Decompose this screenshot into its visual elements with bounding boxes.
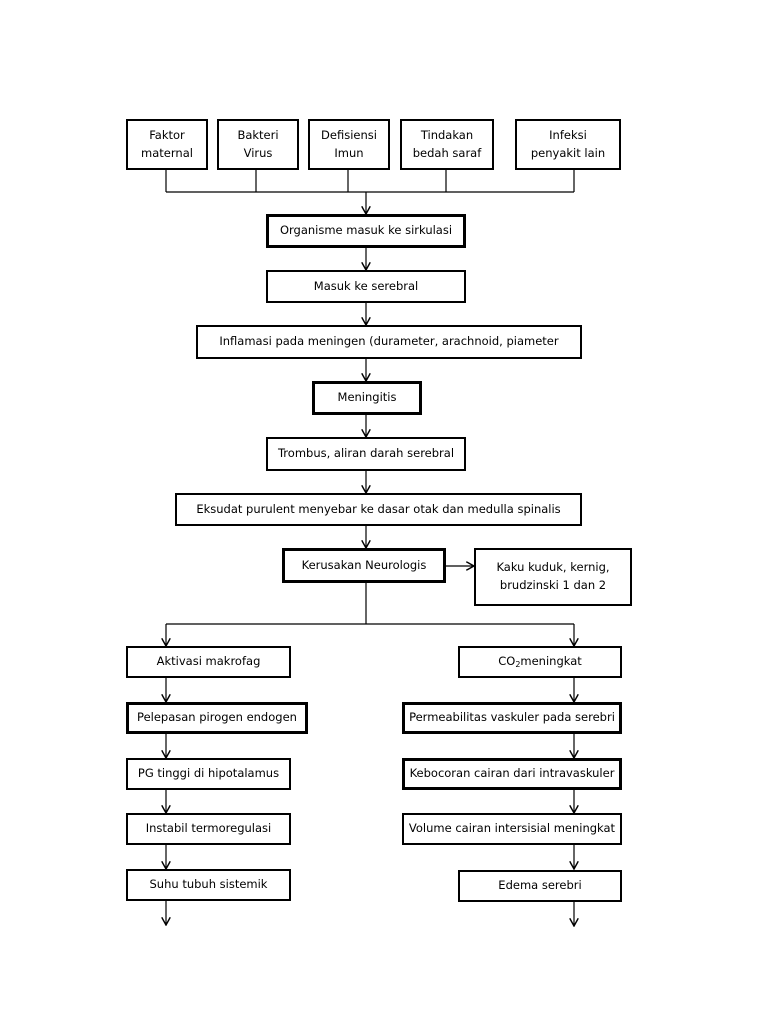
cause-line-1: Faktor <box>149 128 185 142</box>
node-kaku-kuduk: Kaku kuduk, kernig, brudzinski 1 dan 2 <box>474 548 632 606</box>
cause-line-2: maternal <box>141 145 193 160</box>
kaku-line-2: brudzinski 1 dan 2 <box>499 578 607 592</box>
node-meningitis-label: Meningitis <box>337 390 397 405</box>
node-suhu-tubuh: Suhu tubuh sistemik <box>126 869 291 901</box>
right-label-3: Edema serebri <box>498 878 582 893</box>
node-organisme-label: Organisme masuk ke sirkulasi <box>279 223 453 238</box>
node-masuk-serebral: Masuk ke serebral <box>266 270 466 303</box>
node-meningitis: Meningitis <box>312 381 422 415</box>
cause-line-1: Infeksi <box>549 128 587 142</box>
node-kerusakan-neurologis: Kerusakan Neurologis <box>282 548 446 583</box>
node-edema-serebri: Edema serebri <box>458 870 622 902</box>
cause-infeksi-penyakit: Infeksi penyakit lain <box>515 119 621 170</box>
node-volume-cairan: Volume cairan intersisial meningkat <box>402 813 622 845</box>
cause-line-2: Imun <box>334 145 364 160</box>
node-kebocoran-cairan: Kebocoran cairan dari intravaskuler <box>402 758 622 790</box>
cause-line-1: Tindakan <box>420 128 474 142</box>
left-label-2: PG tinggi di hipotalamus <box>137 766 280 781</box>
left-label-1: Pelepasan pirogen endogen <box>137 710 297 725</box>
node-kerusakan-label: Kerusakan Neurologis <box>301 557 427 572</box>
co2-suffix: meningkat <box>520 653 582 668</box>
left-label-3: Instabil termoregulasi <box>145 821 272 836</box>
cause-line-2: penyakit lain <box>530 145 606 160</box>
node-masuk-serebral-label: Masuk ke serebral <box>313 278 419 293</box>
node-organisme: Organisme masuk ke sirkulasi <box>266 214 466 248</box>
node-trombus: Trombus, aliran darah serebral <box>266 437 466 471</box>
co2-subscript: 2 <box>515 659 521 669</box>
cause-line-1: Bakteri <box>237 128 279 142</box>
right-label-1: Kebocoran cairan dari intravaskuler <box>409 766 615 781</box>
node-instabil-termoregulasi: Instabil termoregulasi <box>126 813 291 845</box>
cause-faktor-maternal: Faktor maternal <box>126 119 208 170</box>
node-trombus-label: Trombus, aliran darah serebral <box>277 446 455 461</box>
cause-line-2: Virus <box>243 145 273 160</box>
left-label-0: Aktivasi makrofag <box>156 654 261 669</box>
cause-line-1: Defisiensi <box>321 128 377 142</box>
node-permeabilitas: Permeabilitas vaskuler pada serebri <box>402 702 622 734</box>
node-eksudat: Eksudat purulent menyebar ke dasar otak … <box>175 493 582 526</box>
kaku-line-1: Kaku kuduk, kernig, <box>496 560 610 575</box>
right-label-2: Volume cairan intersisial meningkat <box>408 821 616 836</box>
left-label-4: Suhu tubuh sistemik <box>149 877 268 892</box>
node-pg-hipotalamus: PG tinggi di hipotalamus <box>126 758 291 790</box>
node-inflamasi: Inflamasi pada meningen (durameter, arac… <box>196 325 582 359</box>
node-eksudat-label: Eksudat purulent menyebar ke dasar otak … <box>196 501 561 516</box>
node-co2-meningkat: CO2meningkat <box>458 646 622 678</box>
node-inflamasi-label: Inflamasi pada meningen (durameter, arac… <box>219 334 559 349</box>
co2-label: CO2meningkat <box>498 653 582 671</box>
right-label-0: Permeabilitas vaskuler pada serebri <box>409 710 615 725</box>
cause-tindakan-bedah: Tindakan bedah saraf <box>400 119 494 170</box>
node-pelepasan-pirogen: Pelepasan pirogen endogen <box>126 702 308 734</box>
cause-line-2: bedah saraf <box>412 145 482 160</box>
co2-prefix: CO <box>498 653 516 668</box>
node-aktivasi-makrofag: Aktivasi makrofag <box>126 646 291 678</box>
